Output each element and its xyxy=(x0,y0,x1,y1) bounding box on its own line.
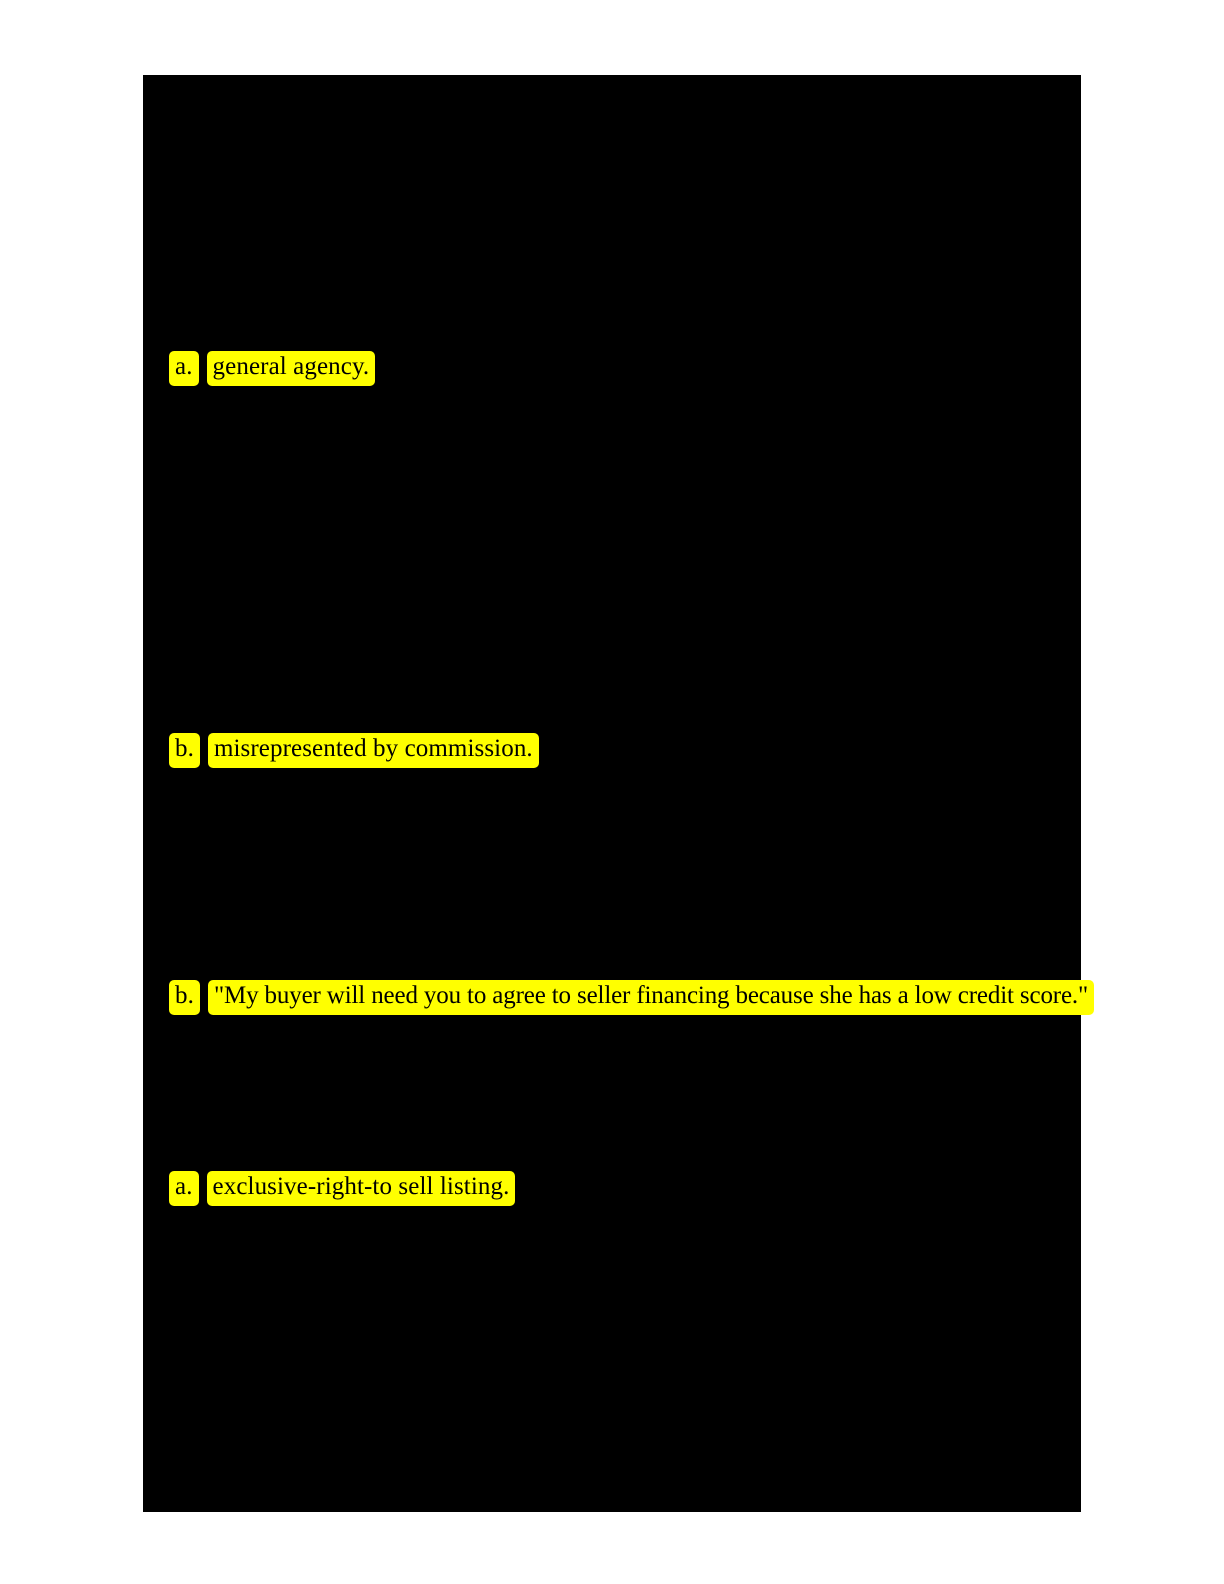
answer-option-text: "My buyer will need you to agree to sell… xyxy=(207,980,1095,1015)
answer-option-text: exclusive-right-to sell listing. xyxy=(206,1171,516,1206)
answer-option-label: a. xyxy=(169,1171,199,1206)
highlighted-answer-row: b. "My buyer will need you to agree to s… xyxy=(169,980,1095,1015)
highlighted-answer-row: a. general agency. xyxy=(169,351,376,386)
answer-option-label: b. xyxy=(169,733,200,768)
answer-option-label: a. xyxy=(169,351,199,386)
highlighted-answer-row: a. exclusive-right-to sell listing. xyxy=(169,1171,516,1206)
answer-option-label: b. xyxy=(169,980,200,1015)
highlighted-answer-row: b. misrepresented by commission. xyxy=(169,733,539,768)
redacted-page-sheet xyxy=(143,75,1081,1512)
answer-option-text: general agency. xyxy=(206,351,376,386)
answer-option-text: misrepresented by commission. xyxy=(207,733,539,768)
